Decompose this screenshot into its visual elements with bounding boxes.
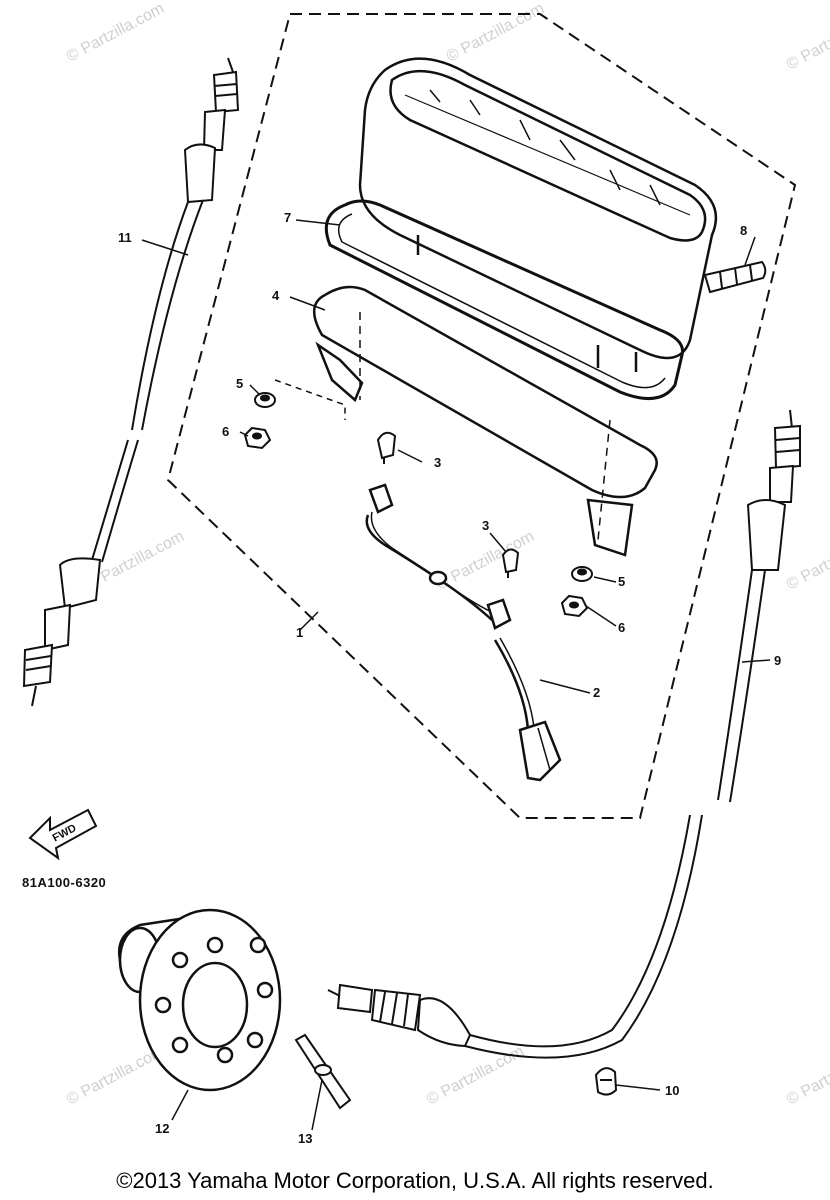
cable-clamp	[594, 1067, 618, 1096]
callout-8: 8	[740, 223, 747, 238]
nut-left	[243, 426, 272, 450]
grommet-guide-line	[274, 379, 346, 420]
callout-2: 2	[593, 685, 600, 700]
callout-5-left: 5	[236, 376, 243, 391]
watermark: © Partzilla.com	[64, 1043, 167, 1109]
watermark: © Partzilla.com	[424, 1043, 527, 1109]
grommet-right	[571, 566, 593, 582]
callouts: 1 2 3 3 4 5 5 6 6 7 8 9 10 11 12 13	[118, 210, 781, 1146]
meter-bracket	[313, 285, 658, 557]
callout-12: 12	[155, 1121, 169, 1136]
wire-harness	[365, 483, 562, 782]
leader-lines	[141, 219, 771, 1131]
watermark: © Partzilla.com	[784, 1043, 830, 1109]
tachometer-cable	[22, 57, 240, 707]
callout-9: 9	[774, 653, 781, 668]
callout-3-upper: 3	[434, 455, 441, 470]
meter-gear-housing	[117, 908, 282, 1092]
callout-13: 13	[298, 1131, 312, 1146]
parts-diagram: © Partzilla.com © Partzilla.com © Partzi…	[22, 0, 830, 1146]
watermark: © Partzilla.com	[64, 0, 167, 66]
watermark: © Partzilla.com	[434, 528, 537, 594]
callout-7: 7	[284, 210, 291, 225]
assembly-boundary	[166, 13, 797, 819]
bulb-upper	[376, 431, 397, 464]
part-code: 81A100-6320	[22, 875, 106, 890]
forward-arrow: FWD	[28, 808, 98, 861]
grommet-left	[254, 392, 276, 408]
callout-11: 11	[118, 230, 132, 245]
callout-4: 4	[272, 288, 280, 303]
callout-10: 10	[665, 1083, 679, 1098]
watermark: © Partzilla.com	[784, 8, 830, 74]
nut-right	[560, 594, 589, 618]
callout-6-right: 6	[618, 620, 625, 635]
gasket	[324, 199, 685, 401]
callout-5-right: 5	[618, 574, 625, 589]
meter-housing	[358, 57, 718, 372]
speedometer-cable	[327, 409, 801, 1059]
watermark: © Partzilla.com	[444, 0, 547, 66]
callout-1: 1	[296, 625, 303, 640]
callout-6-left: 6	[222, 424, 229, 439]
callout-3-lower: 3	[482, 518, 489, 533]
bulb-lower	[501, 548, 520, 578]
drive-pin	[294, 1033, 352, 1110]
reset-knob	[703, 260, 767, 294]
watermark: © Partzilla.com	[784, 528, 830, 594]
copyright-notice: ©2013 Yamaha Motor Corporation, U.S.A. A…	[116, 1168, 714, 1193]
